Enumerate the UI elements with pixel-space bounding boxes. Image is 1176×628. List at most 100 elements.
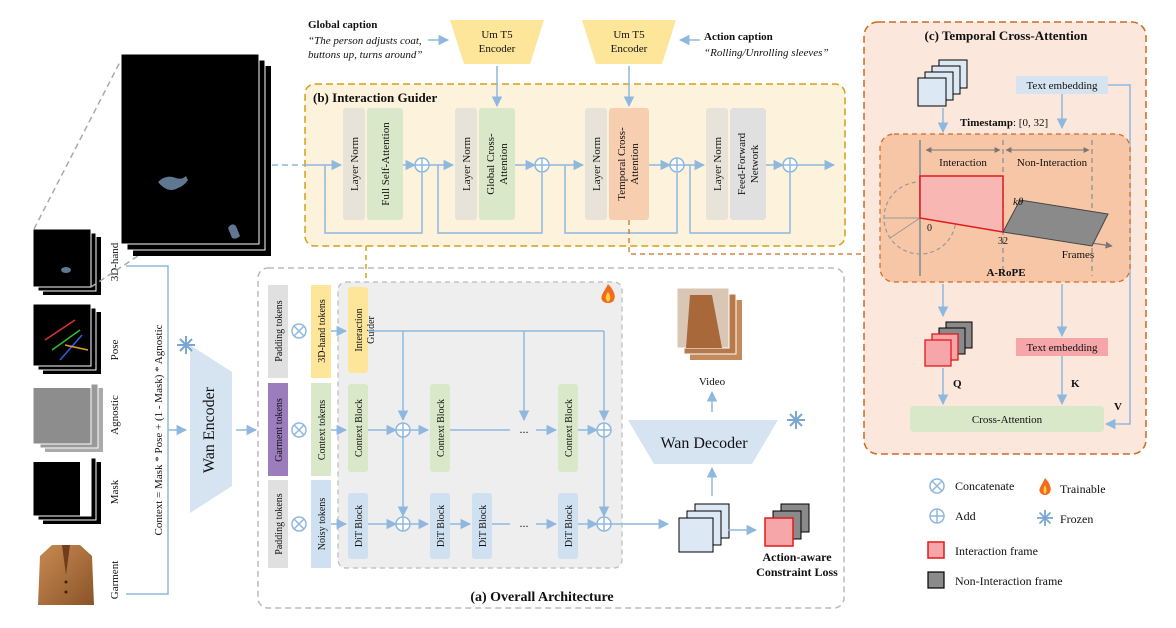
ln-1: Layer Norm [349,137,361,192]
timestamp-value: : [0, 32] [1013,117,1048,129]
dit-block-3: DiT Block [478,505,489,547]
ffn-1: Feed-Forward [736,132,748,195]
interaction-frame-swatch [927,541,945,559]
legend-trainable-icon [1039,478,1051,495]
hand-frames [32,228,101,295]
temporal-cross-attention-1: Temporal Cross- [616,127,628,201]
axis-thirty-two: 32 [998,236,1008,247]
garment-label: Garment [109,561,121,599]
mask-frames [32,453,101,524]
garment-image [38,545,94,605]
context-block-2: Context Block [436,399,447,457]
global-caption-text-2: buttons up, turns around” [308,49,423,61]
padding-tokens-label-2: Padding tokens [274,493,285,554]
decoder-frozen-icon [787,411,805,429]
dit-block-2: DiT Block [436,505,447,547]
video-output: Video [676,287,742,388]
axis-zero: 0 [927,223,932,234]
temporal-cross-attention: (c) Temporal Cross-Attention Text embedd… [628,21,1147,455]
legend-add: Add [955,509,976,523]
encoder2-line2: Encoder [611,43,648,55]
ln-4: Layer Norm [712,137,724,192]
architecture-title: (a) Overall Architecture [470,590,613,605]
ffn-2: Network [749,144,761,183]
context-block-row: Context Block Context Block Context Bloc… [348,384,578,472]
encoder2-line1: Um T5 [613,29,645,41]
legend-concatenate: Concatenate [955,479,1014,493]
dit-block-row: DiT Block DiT Block DiT Block DiT Block … [348,493,578,559]
latent-frames: Action-aware Constraint Loss [678,503,838,579]
ig-block-label-1: Interaction [354,308,365,351]
wan-decoder-label: Wan Decoder [660,435,748,452]
wan-encoder: Wan Encoder [177,336,258,513]
dit-ellipsis: ... [520,516,529,530]
global-caption-label: Global caption [308,19,377,31]
context-block-1: Context Block [354,399,365,457]
legend-interaction-frame: Interaction frame [955,544,1038,558]
add-circles [395,422,612,532]
context-tokens-label: Context tokens [317,400,328,460]
context-ellipsis: ... [520,422,529,436]
loss-label-1: Action-aware [762,550,832,564]
non-interaction-label: Non-Interaction [1017,157,1088,169]
overall-architecture: (a) Overall Architecture Padding tokens … [257,267,845,609]
k-theta-label: kθ [1013,196,1024,208]
legend-frozen: Frozen [1060,512,1093,526]
garment-tokens-label: Garment tokens [274,398,285,462]
action-caption-text: “Rolling/Unrolling sleeves” [704,47,829,59]
padding-tokens-label-1: Padding tokens [274,300,285,361]
action-caption-label: Action caption [704,31,773,43]
trainable-icon [601,284,615,303]
pose-frames [32,303,101,374]
text-embedding-top: Text embedding [1026,80,1098,92]
loss-label-2: Constraint Loss [756,565,838,579]
non-interaction-frame-swatch [927,571,945,589]
temporal-title: (c) Temporal Cross-Attention [925,28,1089,43]
dit-block-4: DiT Block [564,505,575,547]
add-icon [929,508,945,524]
timestamp-label: Timestamp [960,117,1013,129]
concatenate-icon [929,478,945,494]
wan-decoder: Wan Decoder [628,390,805,496]
global-cross-attention-2: Attention [498,143,510,185]
legend-non-interaction-frame: Non-Interaction frame [955,574,1063,588]
zoomed-hand-frame [33,53,305,288]
cross-attention-label: Cross-Attention [972,414,1043,426]
wan-encoder-label: Wan Encoder [201,386,218,473]
agnostic-label: Agnostic [109,395,121,435]
agnostic-frames [32,379,103,452]
legend: Concatenate Add Trainable Frozen Interac… [927,478,1106,589]
ln-2: Layer Norm [461,137,473,192]
mask-label: Mask [109,479,121,504]
noisy-tokens-label: Noisy tokens [317,498,328,551]
global-caption-text-1: “The person adjusts coat, [308,35,422,47]
ig-block-label-2: Guider [366,315,377,343]
full-self-attention: Full Self-Attention [380,122,392,206]
encoder1-line2: Encoder [479,43,516,55]
pose-label: Pose [109,339,121,360]
v-label: V [1114,401,1122,413]
text-embedding-bottom: Text embedding [1026,342,1098,354]
context-block-3: Context Block [564,399,575,457]
video-label: Video [699,376,726,388]
temporal-cross-attention-2: Attention [629,143,641,185]
interaction-label: Interaction [939,157,987,169]
arope-label: A-RoPE [986,267,1025,279]
encoder1-line1: Um T5 [481,29,513,41]
arch-flow [331,325,670,530]
q-label: Q [953,378,962,390]
hand-tokens-label: 3D-hand tokens [317,299,328,363]
token-columns: Padding tokens 3D-hand tokens Garment to… [268,285,331,568]
frames-label: Frames [1062,249,1094,261]
context-formula: Context = Mask * Pose + (1 - Mask) * Agn… [153,324,165,535]
k-label: K [1071,378,1080,390]
ln-3: Layer Norm [591,137,603,192]
frozen-icon [177,336,195,354]
global-cross-attention-1: Global Cross- [485,133,497,195]
interaction-guider: (b) Interaction Guider Layer Norm Full S… [304,83,846,282]
dit-block-1: DiT Block [354,505,365,547]
hand-label: 3D-hand [109,242,121,281]
legend-trainable: Trainable [1060,482,1106,496]
guider-title: (b) Interaction Guider [313,90,437,105]
